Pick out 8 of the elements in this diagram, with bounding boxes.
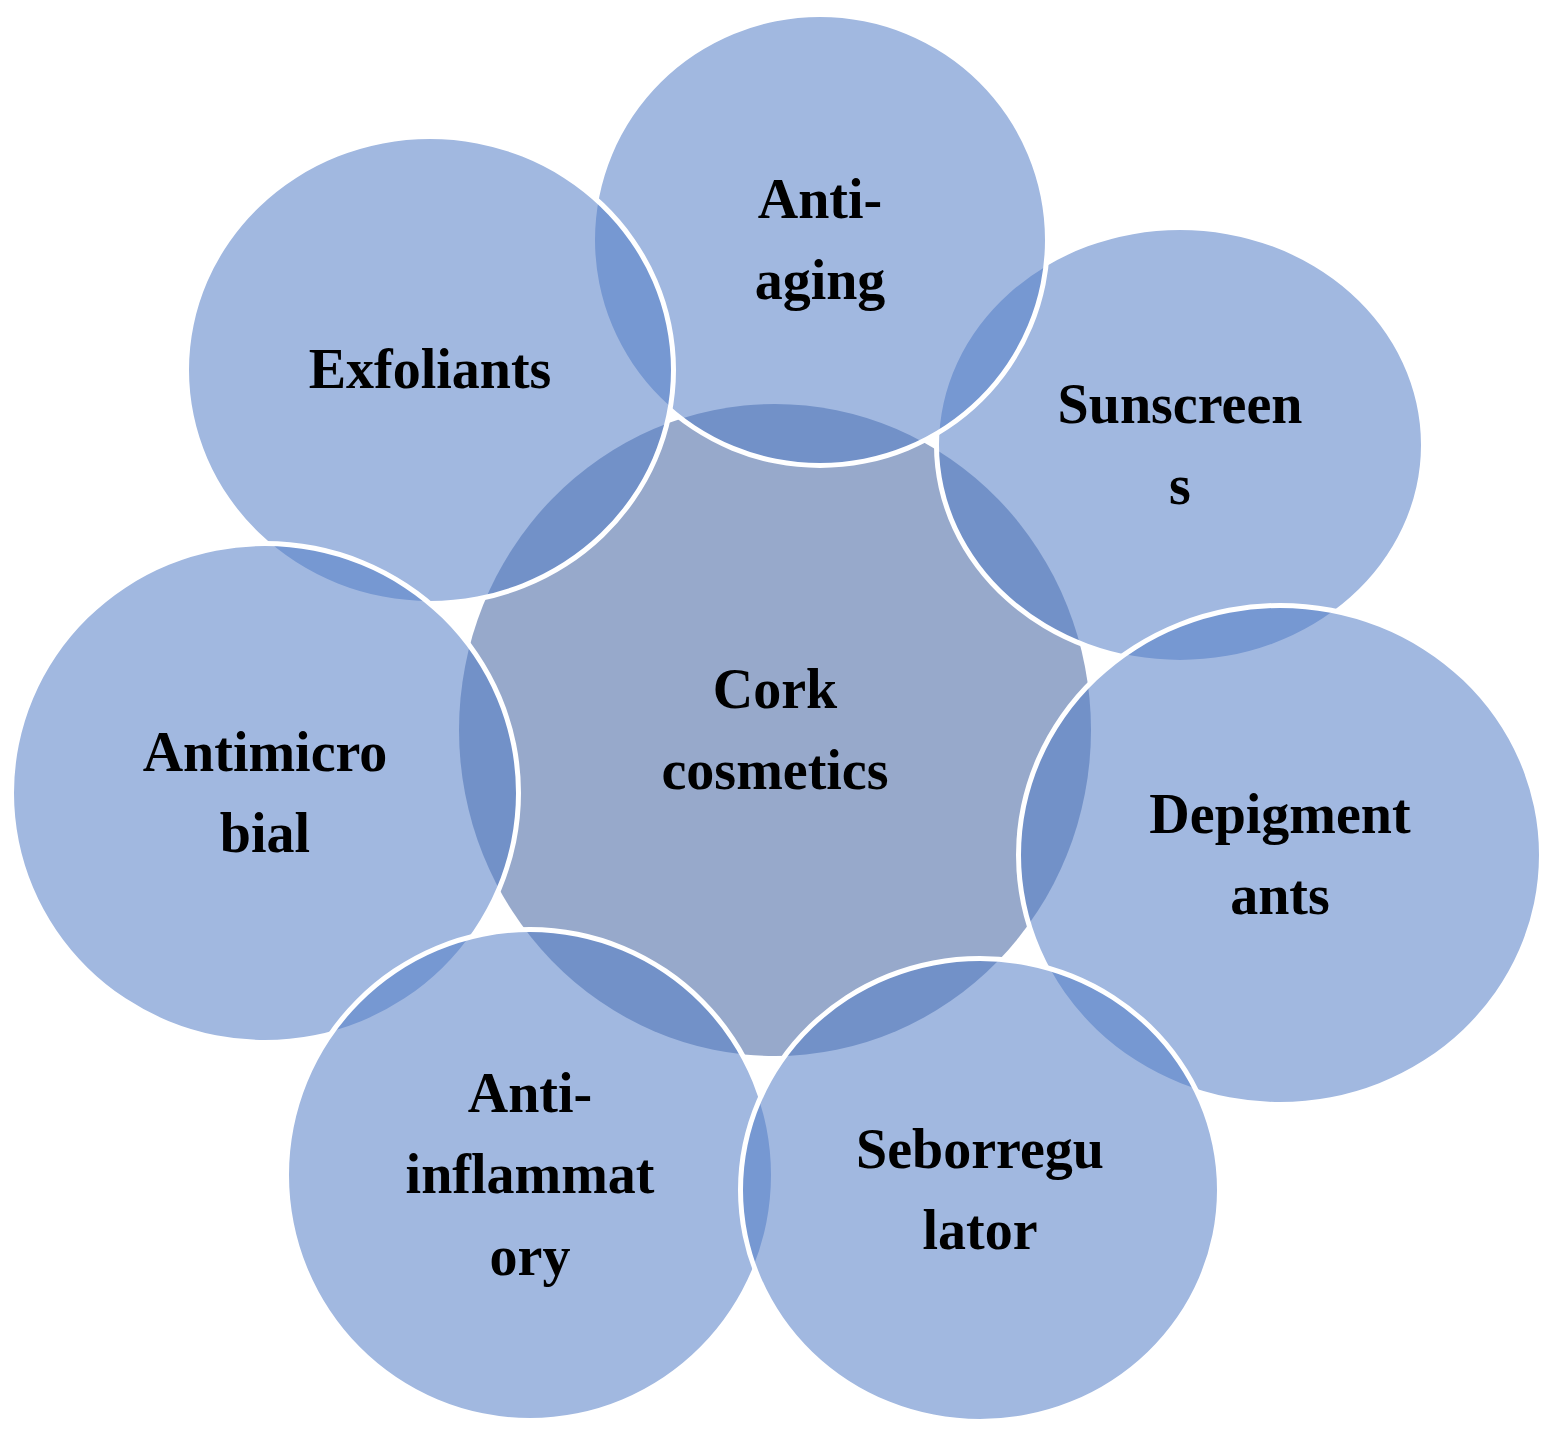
node-label: Depigment ants: [1149, 781, 1411, 928]
node-label: Seborregu lator: [856, 1116, 1104, 1263]
node-label: Antimicro bial: [142, 719, 388, 866]
node-label: Sunscreen s: [1057, 371, 1303, 518]
node-label: Anti- aging: [754, 166, 886, 313]
node-label: Anti- inflammat ory: [405, 1061, 655, 1289]
node-label: Exfoliants: [308, 337, 552, 403]
node-label: Cork cosmetics: [661, 656, 889, 803]
